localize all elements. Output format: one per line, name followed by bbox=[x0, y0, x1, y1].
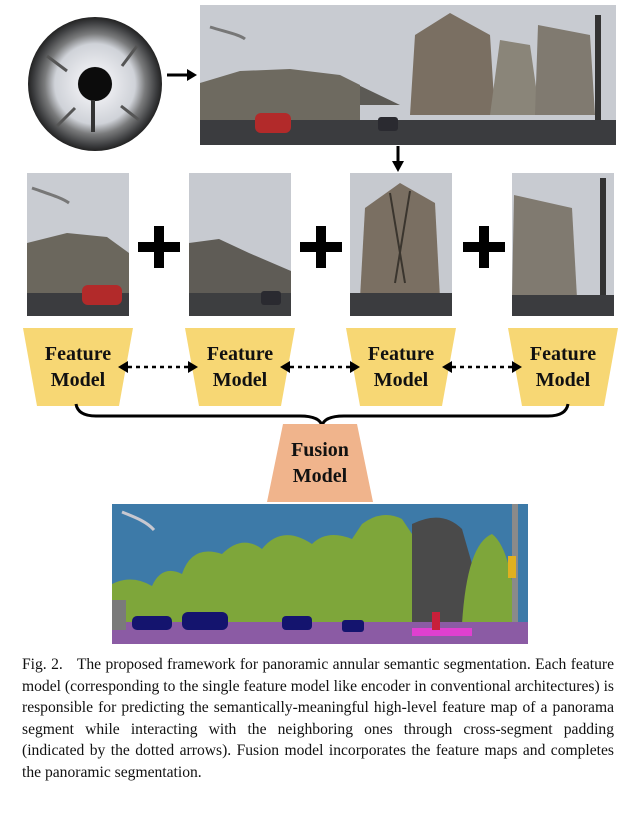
segment-image-4 bbox=[512, 173, 614, 316]
segment-image-3 bbox=[350, 173, 452, 316]
feature-model-4: Feature Model bbox=[508, 328, 618, 406]
feature-model-label: Feature Model bbox=[44, 343, 112, 391]
segment-image-1 bbox=[27, 173, 129, 316]
panorama-image bbox=[200, 5, 616, 145]
feature-model-label: Feature Model bbox=[529, 343, 597, 391]
caption-text: The proposed framework for panoramic ann… bbox=[22, 656, 614, 781]
feature-model-3: Feature Model bbox=[346, 328, 456, 406]
figure-caption: Fig. 2.The proposed framework for panora… bbox=[22, 654, 614, 783]
feature-model-label: Feature Model bbox=[206, 343, 274, 391]
annular-image bbox=[27, 16, 163, 152]
feature-model-2: Feature Model bbox=[185, 328, 295, 406]
feature-model-1: Feature Model bbox=[23, 328, 133, 406]
arrow-down-icon bbox=[392, 146, 404, 172]
dotted-double-arrow-icon bbox=[280, 361, 360, 373]
arrow-right-icon bbox=[167, 69, 197, 81]
fusion-model: Fusion Model bbox=[267, 424, 373, 502]
fusion-model-label: Fusion Model bbox=[291, 439, 349, 487]
segmentation-output bbox=[112, 504, 528, 644]
dotted-double-arrow-icon bbox=[118, 361, 198, 373]
feature-model-label: Feature Model bbox=[367, 343, 435, 391]
plus-icon bbox=[463, 226, 505, 268]
caption-label: Fig. 2. bbox=[22, 656, 63, 673]
dotted-double-arrow-icon bbox=[442, 361, 522, 373]
segment-image-2 bbox=[189, 173, 291, 316]
plus-icon bbox=[138, 226, 180, 268]
plus-icon bbox=[300, 226, 342, 268]
